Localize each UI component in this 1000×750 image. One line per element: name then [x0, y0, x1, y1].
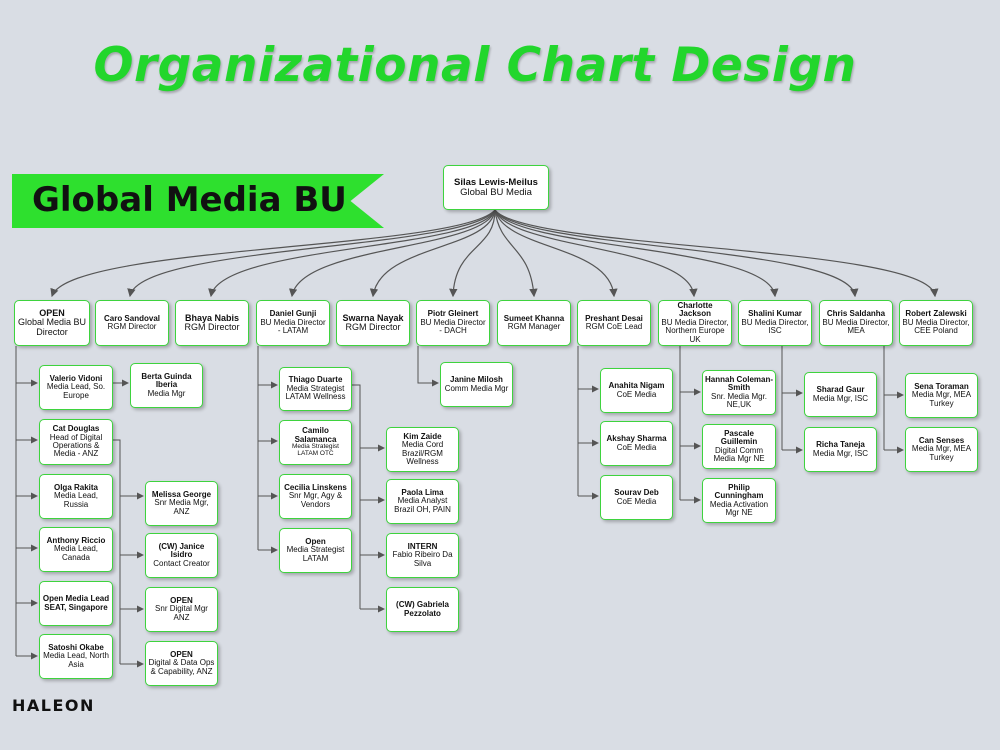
root-to-shalini	[494, 209, 779, 298]
root-to-swarna	[369, 209, 496, 298]
root-to-robert	[494, 209, 939, 298]
root-to-open	[50, 209, 496, 298]
node-name: Silas Lewis-Meilus	[454, 176, 538, 188]
node-gabriela[interactable]: (CW) Gabriela Pezzolato	[386, 587, 459, 632]
root-to-daniel	[288, 209, 496, 298]
root-to-preshant	[494, 209, 618, 298]
root-to-bhaya	[208, 209, 496, 298]
root-to-caro	[127, 209, 496, 298]
node-root[interactable]: Silas Lewis-Meilus Global BU Media	[443, 165, 549, 210]
root-to-piotr	[449, 209, 496, 298]
root-to-sumeet	[494, 209, 538, 298]
page-title: Organizational Chart Design	[93, 38, 857, 93]
haleon-logo: HALEON	[12, 696, 95, 715]
root-to-chris	[494, 209, 859, 298]
section-banner: Global Media BU	[12, 174, 384, 228]
node-role: Global BU Media	[460, 186, 532, 198]
root-to-charlotte	[494, 209, 698, 298]
node-open-seat[interactable]: Open Media Lead SEAT, Singapore	[39, 581, 113, 626]
banner-label: Global Media BU	[32, 180, 347, 220]
